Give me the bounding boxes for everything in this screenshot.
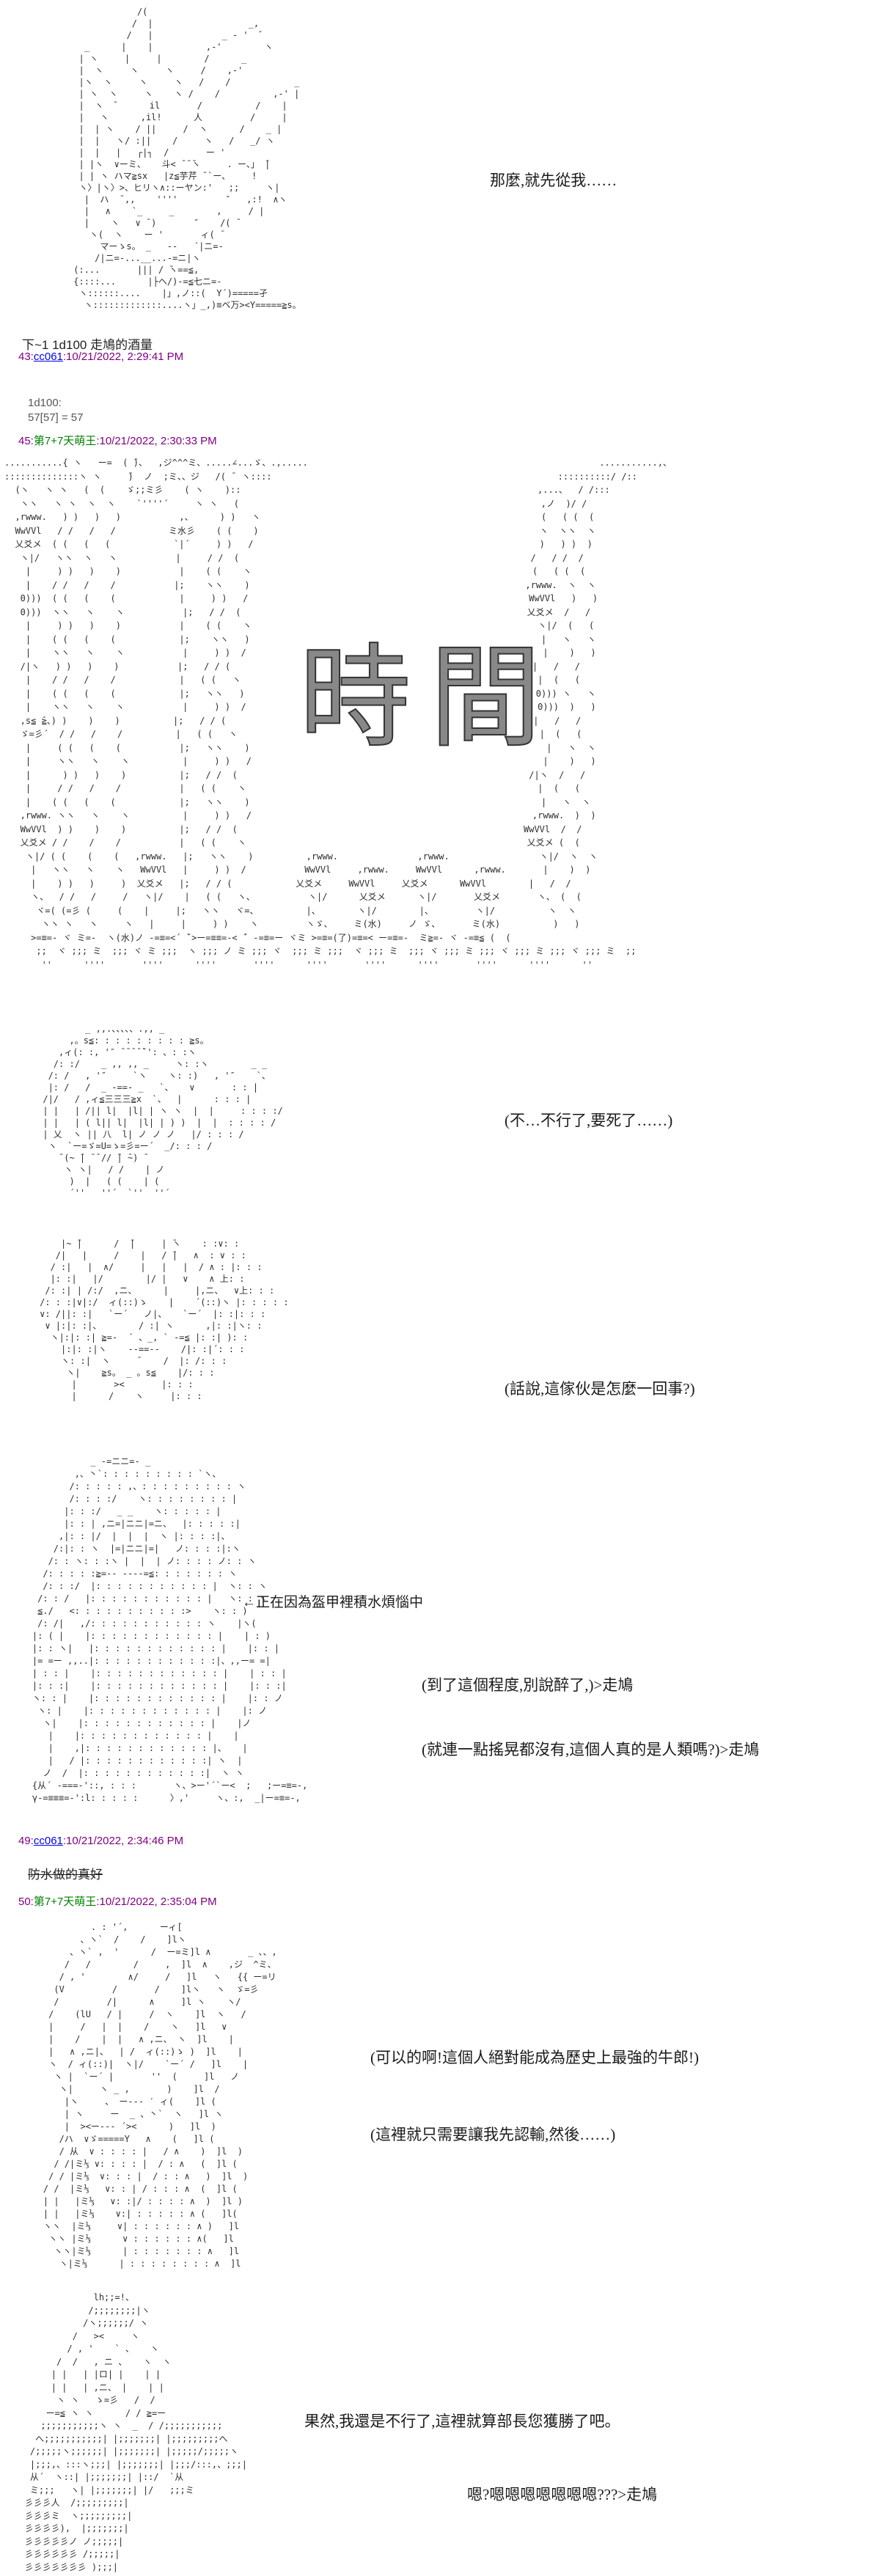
dialogue-not-even-drunk: (到了這個程度,別說醉了,)>走鳩 [422,1676,634,1694]
anchor-instruction: 下~1 1d100 走鳩的酒量 [22,338,153,352]
ascii-art-host-figure: . : '´, ーィ[ 、ヽ` / / ]lヽ 、ヽ` , ' / ー=ミ]l … [43,1922,277,2269]
post-49-author-link[interactable]: cc061 [33,1835,63,1847]
post-49-header: 49:cc061:10/21/2022, 2:34:46 PM [18,1835,183,1847]
ascii-art-collapsed-figure: _ ,,.、、、、、.,, _ ,。s≦: : : : : : : : : ≧s… [43,1024,283,1198]
post-49-number: 49: [18,1835,34,1847]
dialogue-let-me-lose-first: (這裡就只需要讓我先認輸,然後……) [370,2126,616,2143]
post-50-date: :10/21/2022, 2:35:04 PM [96,1896,217,1908]
arrow-annotation-armor-water: ←正在因為盔甲裡積水煩惱中 [242,1595,424,1610]
dice-roll-block: 1d100: 57[57] = 57 [28,396,83,425]
post-43-date: :10/21/2022, 2:29:41 PM [62,351,184,363]
dialogue-then-start-with-me: 那麼,就先從我…… [490,172,617,189]
ascii-art-bowing-figure: /( / | _, / | _ - ' ゛ _ | | ,-' ヽ | ヽ | … [73,7,301,310]
dice-roll-label: 1d100: [28,397,62,409]
post-43-header: 43:cc061:10/21/2022, 2:29:41 PM [18,351,183,363]
post-45-number: 45: [18,435,34,447]
dialogue-what-is-this-guy: (話說,這傢伙是怎麼一回事?) [505,1380,695,1398]
ascii-art-flower-time-frame: ...........{ ヽ ー= ( ̄)、 ,ジ^^^ミ、.....∠...… [4,458,672,970]
post-49-date: :10/21/2022, 2:34:46 PM [62,1835,184,1847]
ascii-art-helmet-figure: lh;;=!、 /;;;;;;;;|ヽ /ヽ;;;;;;/ ヽ / >< ヽ /… [24,2292,247,2572]
dialogue-i-give-up: 果然,我還是不行了,這裡就算部長您獲勝了吧。 [304,2412,620,2430]
post-50-author-name: 第7+7天萌王 [33,1896,97,1908]
dice-roll-result: 57[57] = 57 [28,411,84,424]
post-45-header: 45:第7+7天萌王:10/21/2022, 2:30:33 PM [18,433,217,448]
post-45-date: :10/21/2022, 2:30:33 PM [96,435,217,447]
ascii-art-surprised-face: |~ ̄| / ̄| | ̄ヽ : :∨: : /| | / | / ̄| ∧ … [40,1239,289,1401]
dialogue-strongest-host: (可以的啊!這個人絕對能成為歷史上最強的牛郎!) [370,2049,699,2066]
dialogue-dying: (不…不行了,要死了……) [505,1112,673,1129]
dialogue-is-he-human: (就連一點搖晃都沒有,這個人真的是人類嗎?)>走鳩 [422,1741,760,1758]
post-50-number: 50: [18,1896,34,1908]
post-45-author-name: 第7+7天萌王 [33,435,97,447]
post-43-number: 43: [18,351,34,363]
dialogue-confused-huh: 嗯?嗯嗯嗯嗯嗯嗯嗯???>走鳩 [467,2486,658,2503]
post-49-body-strikethrough: 防水做的真好 [28,1868,103,1882]
post-43-author-link[interactable]: cc061 [33,351,63,363]
time-passes-kanji: 時間 [298,636,560,761]
ascii-art-armored-figure: _ -=ニニ=- _ ,、丶`: : : : : : : : : `ヽ、 /: … [32,1456,308,1803]
post-50-header: 50:第7+7天萌王:10/21/2022, 2:35:04 PM [18,1893,217,1909]
